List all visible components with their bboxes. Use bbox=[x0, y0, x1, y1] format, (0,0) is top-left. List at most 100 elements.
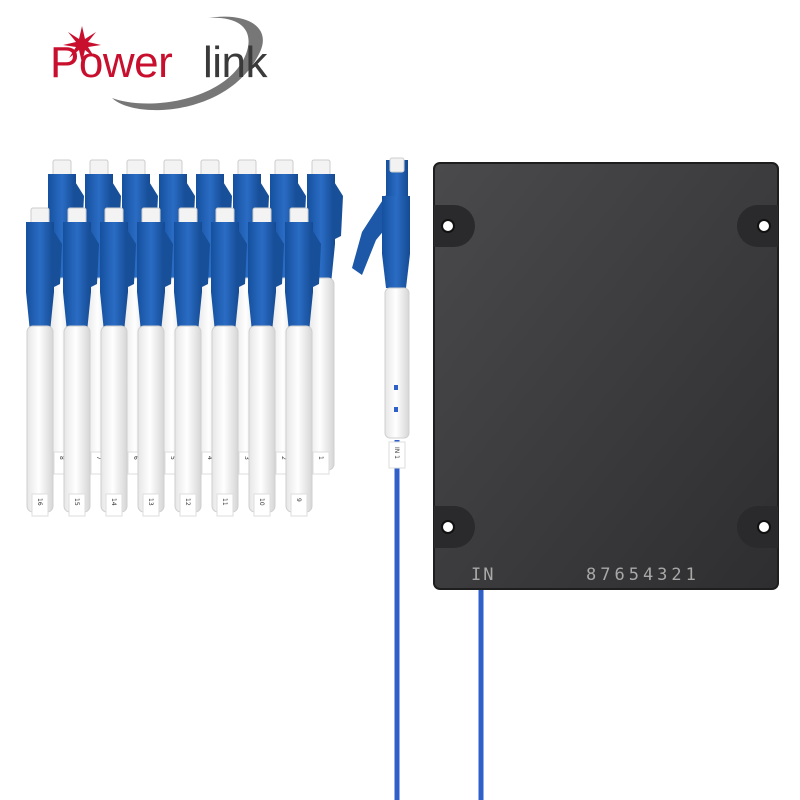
input-connector-body bbox=[382, 196, 410, 288]
back-row-connector: 8 bbox=[48, 159, 84, 800]
connector-ferrule bbox=[141, 207, 161, 225]
fiber-tag-label: 3 bbox=[243, 456, 250, 460]
connector-row-back: 8 7 6 5 4 3 2 1 bbox=[48, 159, 343, 800]
connector-housing bbox=[137, 222, 165, 332]
logo-swoosh bbox=[63, 16, 263, 111]
fiber-tag-label: 9 bbox=[295, 498, 302, 502]
input-connector-dot bbox=[394, 385, 398, 390]
connector-latch bbox=[89, 228, 99, 288]
mounting-hole-bottom-left bbox=[434, 506, 475, 548]
connector-latch bbox=[333, 180, 343, 240]
fiber-tag-label: 10 bbox=[258, 498, 265, 506]
fiber-tag-label: 14 bbox=[110, 498, 117, 506]
connector-latch bbox=[237, 228, 247, 288]
connector-ferrule bbox=[89, 159, 109, 177]
connector-latch bbox=[52, 228, 62, 288]
connector-housing bbox=[174, 222, 202, 332]
connector-boot bbox=[174, 325, 202, 513]
logo-text-power: Power bbox=[50, 38, 173, 87]
connector-housing bbox=[285, 222, 313, 332]
connector-boot bbox=[211, 325, 239, 513]
back-row-connector: 1 bbox=[307, 159, 343, 800]
front-row-connector: 13 bbox=[137, 207, 173, 800]
connector-latch bbox=[163, 228, 173, 288]
connector-boot bbox=[285, 325, 313, 513]
front-row-connector: 9 bbox=[285, 207, 321, 800]
fiber-tag-label: 4 bbox=[206, 456, 213, 460]
front-row-connector: 12 bbox=[174, 207, 210, 800]
fiber-tag-label: 12 bbox=[184, 498, 191, 506]
front-row-connector: 11 bbox=[211, 207, 247, 800]
splitter-box-body bbox=[433, 162, 779, 590]
fiber-tag-label: 2 bbox=[280, 456, 287, 460]
mounting-hole-top-left bbox=[434, 205, 475, 247]
connector-ferrule bbox=[163, 159, 183, 177]
input-connector-ferrule bbox=[389, 157, 405, 173]
fiber-tag-label: 13 bbox=[147, 498, 154, 506]
connector-latch bbox=[311, 228, 321, 288]
splitter-box bbox=[433, 162, 779, 590]
front-row-connector: 16 bbox=[26, 207, 62, 800]
input-connector-latch bbox=[352, 195, 386, 275]
connector-ferrule bbox=[252, 207, 272, 225]
connector-boot bbox=[248, 325, 276, 513]
fiber-tag-label: 8 bbox=[58, 456, 65, 460]
connector-boot bbox=[137, 325, 165, 513]
fiber-tag-label: 15 bbox=[73, 498, 80, 506]
connector-ferrule bbox=[178, 207, 198, 225]
connector-latch bbox=[126, 228, 136, 288]
input-tag bbox=[388, 441, 406, 469]
connector-housing bbox=[26, 222, 54, 332]
mounting-hole-bottom-right bbox=[737, 506, 778, 548]
fiber-tag bbox=[105, 493, 123, 517]
fiber-tag bbox=[142, 493, 160, 517]
input-connector-boot bbox=[384, 287, 410, 439]
fiber-tag bbox=[179, 493, 197, 517]
connector-ferrule bbox=[215, 207, 235, 225]
fiber-tag bbox=[253, 493, 271, 517]
connector-latch bbox=[274, 228, 284, 288]
logo-star-icon bbox=[63, 26, 101, 63]
connector-ferrule bbox=[104, 207, 124, 225]
input-tag-label: IN 1 bbox=[393, 447, 400, 459]
fiber-tag-label: 16 bbox=[36, 498, 43, 506]
connector-boot bbox=[26, 325, 54, 513]
connector-housing bbox=[100, 222, 128, 332]
mounting-hole-top-right bbox=[737, 205, 778, 247]
connector-ferrule bbox=[237, 159, 257, 177]
connector-ferrule bbox=[274, 159, 294, 177]
front-row-connector: 10 bbox=[248, 207, 284, 800]
connector-ferrule bbox=[30, 207, 50, 225]
front-row-connector: 14 bbox=[100, 207, 136, 800]
fiber-tag-label: 11 bbox=[221, 498, 228, 506]
box-output-fibers bbox=[591, 588, 709, 800]
connector-ferrule bbox=[52, 159, 72, 177]
connector-housing bbox=[63, 222, 91, 332]
connector-ferrule bbox=[311, 159, 331, 177]
splitter-port-labels: 87654321 bbox=[586, 565, 700, 585]
connector-ferrule bbox=[67, 207, 87, 225]
input-connector-dot bbox=[394, 407, 398, 412]
fiber-tag-label: 1 bbox=[317, 456, 324, 460]
connector-boot bbox=[100, 325, 128, 513]
fiber-tag-label: 6 bbox=[132, 456, 139, 460]
connector-latch bbox=[200, 228, 210, 288]
splitter-input-label: IN bbox=[471, 565, 496, 585]
fiber-tag bbox=[312, 451, 330, 475]
front-row-connector: 15 bbox=[63, 207, 99, 800]
input-connector: IN 1 bbox=[352, 157, 410, 800]
brand-logo: Power link bbox=[40, 12, 300, 122]
fiber-tag bbox=[290, 493, 308, 517]
connector-ferrule bbox=[126, 159, 146, 177]
connector-housing bbox=[211, 222, 239, 332]
fiber-tag-label: 7 bbox=[95, 456, 102, 460]
connector-ferrule bbox=[200, 159, 220, 177]
fiber-tag bbox=[68, 493, 86, 517]
fiber-tag bbox=[216, 493, 234, 517]
connector-boot bbox=[63, 325, 91, 513]
connector-housing bbox=[248, 222, 276, 332]
fiber-tag-label: 5 bbox=[169, 456, 176, 460]
connector-ferrule bbox=[289, 207, 309, 225]
